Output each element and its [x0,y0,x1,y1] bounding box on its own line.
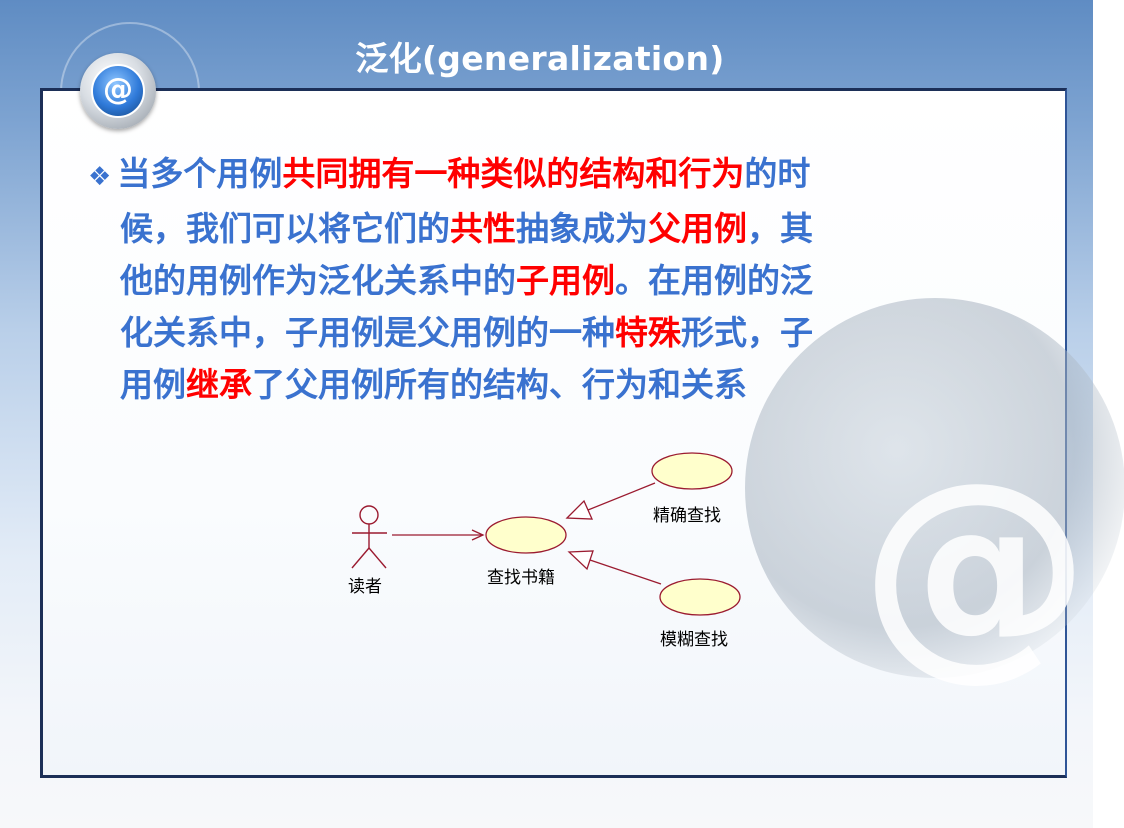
text-run: 形式，子 [681,313,813,352]
bullet-icon: ❖ [88,162,112,192]
actor-label: 读者 [348,577,382,597]
highlight-run: 子用例 [516,261,615,300]
actor-figure-icon [351,505,387,569]
text-run: 抽象成为 [516,209,648,248]
parent-use-case-label: 查找书籍 [487,568,555,588]
highlight-run: 共性 [450,209,516,248]
background-at-symbol: @ [860,434,1090,701]
text-run: 了父用例所有的结构、行为和关系 [252,365,747,404]
paragraph-line-4: 化关系中，子用例是父用例的一种特殊形式，子 [88,307,1018,359]
text-run: 候，我们可以将它们的 [120,209,450,248]
paragraph-line-2: 候，我们可以将它们的共性抽象成为父用例，其 [88,203,1018,255]
text-run: 化关系中，子用例是父用例的一种 [120,313,615,352]
child-use-case-label-1: 精确查找 [653,506,721,526]
text-run: 他的用例作为泛化关系中的 [120,261,516,300]
use-case-child-2 [659,578,741,616]
highlight-run: 继承 [186,365,252,404]
highlight-run: 特殊 [615,313,681,352]
at-logo-symbol: @ [91,64,145,118]
text-run: 。在用例的泛 [615,261,813,300]
child-use-case-label-2: 模糊查找 [660,630,728,650]
slide-title: 泛化(generalization) [355,39,725,78]
text-run: 的时 [744,154,811,193]
background-at-watermark [745,298,1124,678]
highlight-run: 共同拥有一种类似的结构和行为 [282,154,745,193]
text-run: ，其 [747,209,813,248]
paragraph-line-3: 他的用例作为泛化关系中的子用例。在用例的泛 [88,255,1018,307]
generalization-line-1 [565,482,656,520]
paragraph-line-1: ❖当多个用例共同拥有一种类似的结构和行为的时 [88,148,1018,203]
generalization-line-2 [567,550,662,585]
body-paragraph: ❖当多个用例共同拥有一种类似的结构和行为的时 候，我们可以将它们的共性抽象成为父… [88,148,1018,411]
text-run: 用例 [120,365,186,404]
paragraph-line-5: 用例继承了父用例所有的结构、行为和关系 [88,359,1018,411]
text-run: 当多个用例 [117,154,283,193]
at-logo-icon: @ [80,53,156,129]
association-line [392,529,485,541]
use-case-child-1 [651,452,733,490]
use-case-parent [485,516,567,554]
highlight-run: 父用例 [648,209,747,248]
